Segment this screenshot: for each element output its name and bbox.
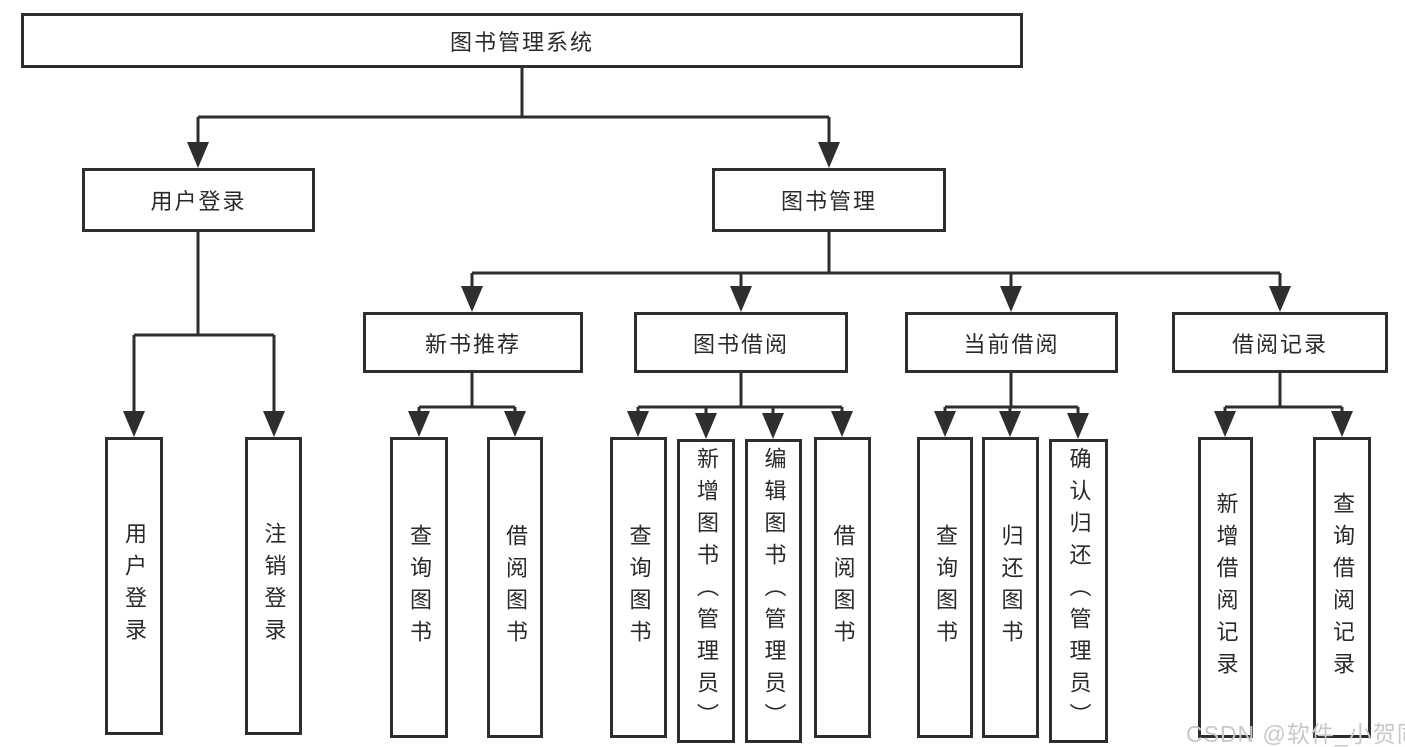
node-label: 查询图书 bbox=[407, 523, 432, 652]
edge-root-split bbox=[196, 68, 831, 144]
leaf-borrow-books-recommend: 借阅图书 bbox=[487, 437, 543, 738]
arrowhead bbox=[695, 413, 717, 439]
arrowhead bbox=[1269, 286, 1291, 312]
edge-new-book-split bbox=[417, 373, 517, 413]
node-label: 用户登录 bbox=[122, 522, 147, 650]
node-label: 借阅图书 bbox=[830, 523, 856, 652]
node-label: 借阅记录 bbox=[1231, 331, 1328, 357]
edge-current-borrow-split bbox=[943, 373, 1080, 415]
leaf-add-borrow-record: 新增借阅记录 bbox=[1198, 437, 1253, 738]
node-label: 借阅图书 bbox=[503, 523, 528, 652]
arrowhead bbox=[504, 411, 526, 437]
node-label: 确认归还（管理员） bbox=[1066, 447, 1092, 735]
edge-user-login-split bbox=[132, 232, 276, 413]
edge-borrow-records-split bbox=[1223, 373, 1344, 413]
node-label: 图书管理系统 bbox=[449, 29, 594, 55]
leaf-query-books-borrowing: 查询图书 bbox=[610, 437, 667, 738]
node-label: 查询借阅记录 bbox=[1330, 491, 1355, 684]
leaf-query-borrow-record: 查询借阅记录 bbox=[1313, 437, 1371, 738]
node-label: 编辑图书（管理员） bbox=[761, 447, 787, 735]
node-label: 用户登录 bbox=[150, 189, 247, 214]
node-label: 归还图书 bbox=[998, 523, 1024, 652]
arrowhead bbox=[831, 411, 853, 437]
arrowhead bbox=[1331, 411, 1353, 437]
arrowhead bbox=[1214, 411, 1236, 437]
leaf-query-books-recommend: 查询图书 bbox=[390, 437, 448, 738]
node-label: 图书管理 bbox=[780, 189, 877, 214]
edge-book-borrow-split bbox=[636, 373, 844, 415]
arrowheads bbox=[123, 142, 1353, 439]
node-label: 注销登录 bbox=[261, 522, 287, 650]
leaf-edit-book-admin: 编辑图书（管理员） bbox=[745, 439, 802, 743]
node-new-book-recommend: 新书推荐 bbox=[363, 312, 583, 373]
leaf-add-book-admin: 新增图书（管理员） bbox=[677, 439, 735, 743]
node-library-management-system: 图书管理系统 bbox=[21, 13, 1023, 68]
node-book-borrowing: 图书借阅 bbox=[634, 312, 848, 373]
arrowhead bbox=[818, 142, 840, 168]
leaf-logout: 注销登录 bbox=[245, 437, 302, 735]
arrowhead bbox=[627, 411, 649, 437]
node-book-management: 图书管理 bbox=[712, 168, 946, 232]
arrowhead bbox=[1067, 413, 1089, 439]
node-label: 新书推荐 bbox=[424, 331, 521, 357]
leaf-borrow-books-borrowing: 借阅图书 bbox=[814, 437, 871, 738]
node-label: 新增借阅记录 bbox=[1213, 491, 1239, 684]
node-user-login: 用户登录 bbox=[82, 168, 315, 232]
arrowhead bbox=[934, 411, 956, 437]
edge-book-mgmt-split bbox=[470, 232, 1282, 288]
arrowhead bbox=[762, 413, 784, 439]
arrowhead bbox=[263, 411, 285, 437]
leaf-confirm-return-admin: 确认归还（管理员） bbox=[1049, 439, 1108, 743]
node-label: 查询图书 bbox=[626, 523, 652, 652]
node-label: 图书借阅 bbox=[692, 331, 789, 357]
arrowhead bbox=[461, 286, 483, 312]
arrowhead bbox=[187, 142, 209, 168]
node-current-borrowing: 当前借阅 bbox=[905, 312, 1118, 373]
arrowhead bbox=[999, 411, 1021, 437]
leaf-user-login: 用户登录 bbox=[105, 437, 163, 735]
arrowhead bbox=[123, 411, 145, 437]
leaf-return-book: 归还图书 bbox=[982, 437, 1039, 738]
node-label: 新增图书（管理员） bbox=[694, 447, 719, 735]
node-label: 当前借阅 bbox=[963, 331, 1060, 357]
arrowhead bbox=[730, 286, 752, 312]
node-label: 查询图书 bbox=[933, 523, 958, 652]
arrowhead bbox=[408, 411, 430, 437]
arrowhead bbox=[1000, 286, 1022, 312]
csdn-watermark: CSDN @软件_小贺同学 bbox=[1186, 721, 1405, 747]
node-borrowing-records: 借阅记录 bbox=[1172, 312, 1388, 373]
leaf-query-books-current: 查询图书 bbox=[917, 437, 973, 738]
